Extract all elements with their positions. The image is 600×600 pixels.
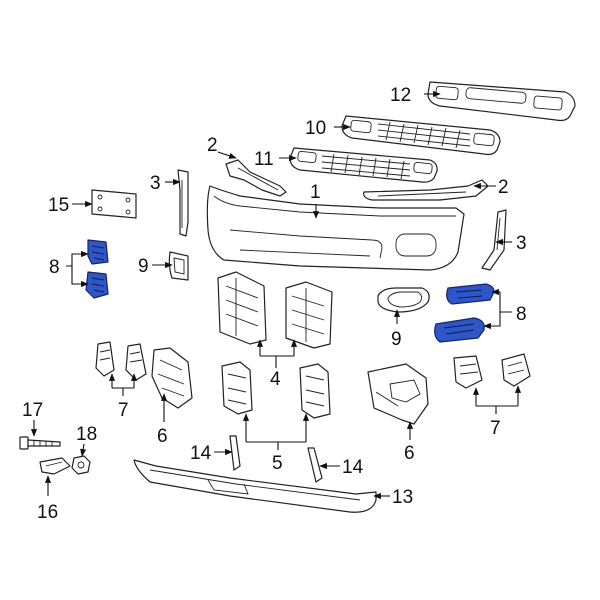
callout-1: 1 — [310, 182, 321, 203]
part-7-right-bracket-b[interactable] — [501, 353, 531, 387]
part-9-left-bezel[interactable] — [168, 251, 189, 281]
part-8-right-bracket-lower[interactable] — [434, 317, 485, 343]
part-12-upper-grille[interactable] — [427, 81, 576, 122]
callout-13: 13 — [392, 487, 413, 508]
callout-6-right: 6 — [404, 443, 415, 464]
callout-7-left: 7 — [118, 400, 129, 421]
callout-4: 4 — [270, 369, 281, 390]
callout-3-left: 3 — [150, 173, 161, 194]
part-1-front-bumper[interactable] — [206, 185, 465, 271]
part-18-nut[interactable] — [71, 455, 91, 475]
callout-9-right: 9 — [391, 329, 402, 350]
part-9-right-bezel[interactable] — [377, 287, 430, 313]
part-8-left-bracket-upper[interactable] — [87, 239, 109, 265]
part-13-lower-valance[interactable] — [133, 459, 377, 513]
part-7-left-bracket-a[interactable] — [95, 341, 115, 377]
part-6-right-support[interactable] — [367, 363, 429, 425]
part-17-bolt[interactable] — [19, 436, 61, 450]
part-2-left-bracket[interactable] — [225, 159, 287, 197]
callout-9-left: 9 — [138, 256, 149, 277]
callout-16: 16 — [37, 502, 58, 523]
part-3-right-filler[interactable] — [481, 209, 507, 271]
callout-12: 12 — [390, 85, 411, 106]
part-3-left-filler[interactable] — [177, 169, 189, 237]
part-7-right-bracket-a[interactable] — [453, 355, 483, 389]
callout-2-right: 2 — [498, 177, 509, 198]
part-4-bracket-left[interactable] — [217, 271, 267, 345]
callout-3-right: 3 — [516, 233, 527, 254]
callout-6-left: 6 — [157, 426, 168, 447]
part-10-middle-grille[interactable] — [341, 115, 501, 156]
part-15-license-bracket[interactable] — [91, 189, 137, 219]
callout-8-right: 8 — [516, 304, 527, 325]
callout-5: 5 — [272, 453, 283, 474]
part-11-lower-grille[interactable] — [289, 147, 438, 183]
part-5-bracket-left[interactable] — [221, 361, 253, 415]
part-8-right-bracket-upper[interactable] — [446, 283, 495, 305]
callout-15: 15 — [48, 195, 69, 216]
callout-7-right: 7 — [490, 418, 501, 439]
part-6-left-support[interactable] — [151, 347, 193, 409]
callout-14-left: 14 — [190, 443, 212, 464]
callout-18: 18 — [76, 424, 97, 445]
part-14-right-strip[interactable] — [307, 447, 323, 483]
callout-8-left: 8 — [49, 257, 60, 278]
part-4-bracket-right[interactable] — [285, 281, 333, 349]
part-14-left-strip[interactable] — [229, 435, 241, 471]
callout-10: 10 — [305, 118, 326, 139]
part-5-bracket-right[interactable] — [299, 363, 331, 419]
part-16-clip[interactable] — [39, 457, 71, 475]
callout-2-left: 2 — [207, 135, 218, 156]
callout-17: 17 — [22, 400, 43, 421]
part-8-left-bracket-lower[interactable] — [85, 271, 109, 299]
leader-lines — [30, 90, 522, 500]
callout-11: 11 — [254, 149, 274, 170]
callout-14-right: 14 — [342, 457, 364, 478]
callout-labels: 12 10 11 2 2 3 3 1 15 8 9 9 8 4 7 6 5 6 … — [22, 85, 527, 523]
part-7-left-bracket-b[interactable] — [125, 343, 147, 381]
part-2-right-bracket[interactable] — [363, 179, 489, 201]
